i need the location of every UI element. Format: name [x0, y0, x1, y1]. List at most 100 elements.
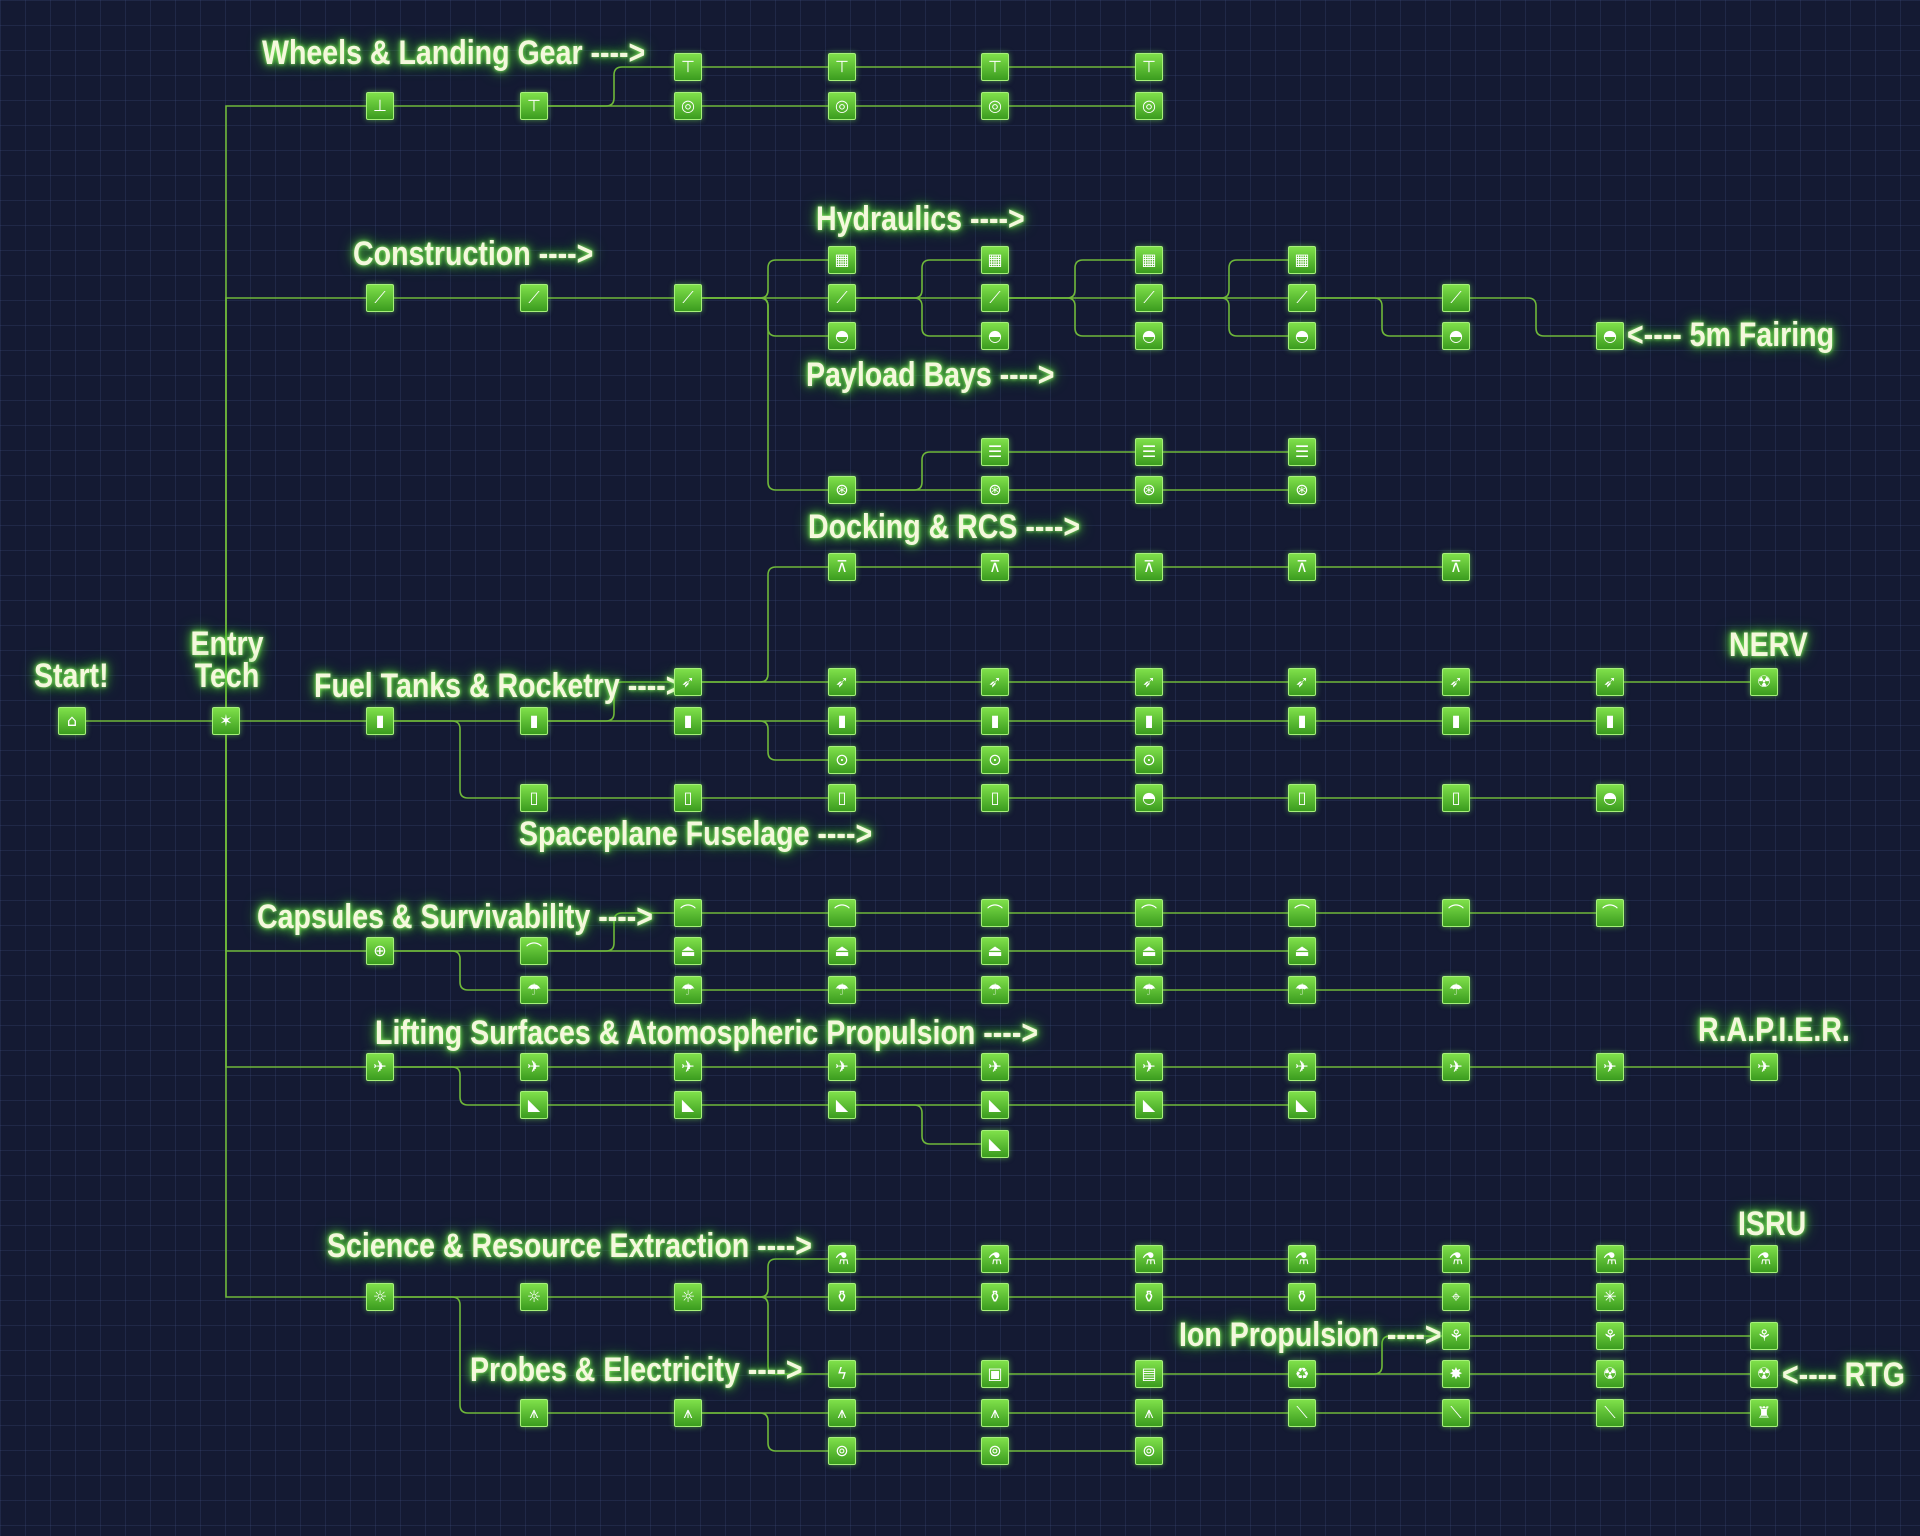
- tech-node-y1[interactable]: ⊚: [981, 1437, 1009, 1465]
- tech-node-k4[interactable]: ⌒: [981, 899, 1009, 927]
- tech-node-e0[interactable]: ➶: [674, 668, 702, 696]
- tech-node-f1[interactable]: ◓: [981, 322, 1009, 350]
- tech-node-q4[interactable]: ✸: [1442, 1360, 1470, 1388]
- tech-node-t4[interactable]: ▮: [981, 707, 1009, 735]
- tech-node-d1[interactable]: ⊛: [981, 476, 1009, 504]
- tech-node-o1[interactable]: ⊙: [981, 746, 1009, 774]
- tech-node-t0[interactable]: ▮: [366, 707, 394, 735]
- tech-node-i1[interactable]: ⚘: [1596, 1322, 1624, 1350]
- tech-node-c2[interactable]: ⟋: [674, 284, 702, 312]
- tech-node-m4[interactable]: ⏏: [1288, 937, 1316, 965]
- tech-node-entry[interactable]: ✶: [212, 707, 240, 735]
- tech-node-n1[interactable]: ⚗: [981, 1245, 1009, 1273]
- tech-node-m0[interactable]: ⏏: [674, 937, 702, 965]
- tech-node-f5[interactable]: ◓: [1596, 322, 1624, 350]
- tech-node-nerv[interactable]: ☢: [1750, 668, 1778, 696]
- tech-node-k0[interactable]: ⊕: [366, 937, 394, 965]
- tech-node-s0[interactable]: ▯: [520, 784, 548, 812]
- tech-node-b0[interactable]: ⚱: [828, 1283, 856, 1311]
- tech-node-t7[interactable]: ▮: [1442, 707, 1470, 735]
- tech-node-e3[interactable]: ➶: [1135, 668, 1163, 696]
- tech-node-v4[interactable]: ⩚: [1135, 1399, 1163, 1427]
- tech-node-n2[interactable]: ⚗: [1135, 1245, 1163, 1273]
- tech-node-a2[interactable]: ✈: [674, 1053, 702, 1081]
- tech-node-k3[interactable]: ⌒: [828, 899, 856, 927]
- tech-node-v5[interactable]: ⟍: [1288, 1399, 1316, 1427]
- tech-node-v3[interactable]: ⩚: [981, 1399, 1009, 1427]
- tech-node-t6[interactable]: ▮: [1288, 707, 1316, 735]
- tech-node-w0[interactable]: ⊥: [366, 92, 394, 120]
- tech-node-f4[interactable]: ◓: [1442, 322, 1470, 350]
- tech-node-g1[interactable]: ◣: [674, 1091, 702, 1119]
- tech-node-start[interactable]: ⌂: [58, 707, 86, 735]
- tech-node-w3[interactable]: ⊤: [828, 53, 856, 81]
- tech-node-rtg[interactable]: ☢: [1750, 1360, 1778, 1388]
- tech-node-n0[interactable]: ⚗: [828, 1245, 856, 1273]
- tech-node-n4[interactable]: ⚗: [1442, 1245, 1470, 1273]
- tech-node-v6[interactable]: ⟍: [1442, 1399, 1470, 1427]
- tech-node-isru[interactable]: ⚗: [1750, 1245, 1778, 1273]
- tech-node-d0[interactable]: ⊛: [828, 476, 856, 504]
- tech-node-f3[interactable]: ◓: [1288, 322, 1316, 350]
- tech-node-t2[interactable]: ▮: [674, 707, 702, 735]
- tech-node-v0[interactable]: ⩚: [520, 1399, 548, 1427]
- tech-node-b4[interactable]: ⌖: [1442, 1283, 1470, 1311]
- tech-node-w7[interactable]: ◎: [828, 92, 856, 120]
- tech-node-f2[interactable]: ◓: [1135, 322, 1163, 350]
- tech-node-h1[interactable]: ▦: [981, 246, 1009, 274]
- tech-node-q5[interactable]: ☢: [1596, 1360, 1624, 1388]
- tech-node-c0[interactable]: ⟋: [366, 284, 394, 312]
- tech-node-c5[interactable]: ⟋: [1135, 284, 1163, 312]
- tech-node-h3[interactable]: ▦: [1288, 246, 1316, 274]
- tech-node-a3[interactable]: ✈: [828, 1053, 856, 1081]
- tech-node-k8[interactable]: ⌒: [1596, 899, 1624, 927]
- tech-node-a1[interactable]: ✈: [520, 1053, 548, 1081]
- tech-node-r4[interactable]: ⊼: [1442, 553, 1470, 581]
- tech-node-t8[interactable]: ▮: [1596, 707, 1624, 735]
- tech-node-g5[interactable]: ◣: [1288, 1091, 1316, 1119]
- tech-node-s5[interactable]: ▯: [1288, 784, 1316, 812]
- tech-node-c7[interactable]: ⟋: [1442, 284, 1470, 312]
- tech-node-x1[interactable]: ☼: [520, 1283, 548, 1311]
- tech-node-v8[interactable]: ♜: [1750, 1399, 1778, 1427]
- tech-node-k6[interactable]: ⌒: [1288, 899, 1316, 927]
- tech-node-x2[interactable]: ☼: [674, 1283, 702, 1311]
- tech-node-e4[interactable]: ➶: [1288, 668, 1316, 696]
- tech-node-r3[interactable]: ⊼: [1288, 553, 1316, 581]
- tech-node-h2[interactable]: ▦: [1135, 246, 1163, 274]
- tech-node-a6[interactable]: ✈: [1288, 1053, 1316, 1081]
- tech-node-g0[interactable]: ◣: [520, 1091, 548, 1119]
- tech-node-q1[interactable]: ▣: [981, 1360, 1009, 1388]
- tech-node-s7[interactable]: ◓: [1596, 784, 1624, 812]
- tech-node-t3[interactable]: ▮: [828, 707, 856, 735]
- tech-node-t1[interactable]: ▮: [520, 707, 548, 735]
- tech-node-v1[interactable]: ⩚: [674, 1399, 702, 1427]
- tech-node-u4[interactable]: ☂: [1135, 976, 1163, 1004]
- tech-node-v7[interactable]: ⟍: [1596, 1399, 1624, 1427]
- tech-node-c6[interactable]: ⟋: [1288, 284, 1316, 312]
- tech-node-m2[interactable]: ⏏: [981, 937, 1009, 965]
- tech-node-n5[interactable]: ⚗: [1596, 1245, 1624, 1273]
- tech-node-x0[interactable]: ☼: [366, 1283, 394, 1311]
- tech-node-w6[interactable]: ◎: [674, 92, 702, 120]
- tech-node-b1[interactable]: ⚱: [981, 1283, 1009, 1311]
- tech-node-u1[interactable]: ☂: [674, 976, 702, 1004]
- tech-node-u2[interactable]: ☂: [828, 976, 856, 1004]
- tech-node-g2[interactable]: ◣: [828, 1091, 856, 1119]
- tech-node-u5[interactable]: ☂: [1288, 976, 1316, 1004]
- tech-node-a7[interactable]: ✈: [1442, 1053, 1470, 1081]
- tech-node-i2[interactable]: ⚘: [1750, 1322, 1778, 1350]
- tech-node-e1[interactable]: ➶: [828, 668, 856, 696]
- tech-node-v2[interactable]: ⩚: [828, 1399, 856, 1427]
- tech-node-c3[interactable]: ⟋: [828, 284, 856, 312]
- tech-node-k2[interactable]: ⌒: [674, 899, 702, 927]
- tech-node-s3[interactable]: ▯: [981, 784, 1009, 812]
- tech-node-g3[interactable]: ◣: [981, 1091, 1009, 1119]
- tech-node-r0[interactable]: ⊼: [828, 553, 856, 581]
- tech-node-g6[interactable]: ◣: [981, 1130, 1009, 1158]
- tech-node-w5[interactable]: ⊤: [1135, 53, 1163, 81]
- tech-node-e5[interactable]: ➶: [1442, 668, 1470, 696]
- tech-node-w4[interactable]: ⊤: [981, 53, 1009, 81]
- tech-node-h0[interactable]: ▦: [828, 246, 856, 274]
- tech-node-q0[interactable]: ϟ: [828, 1360, 856, 1388]
